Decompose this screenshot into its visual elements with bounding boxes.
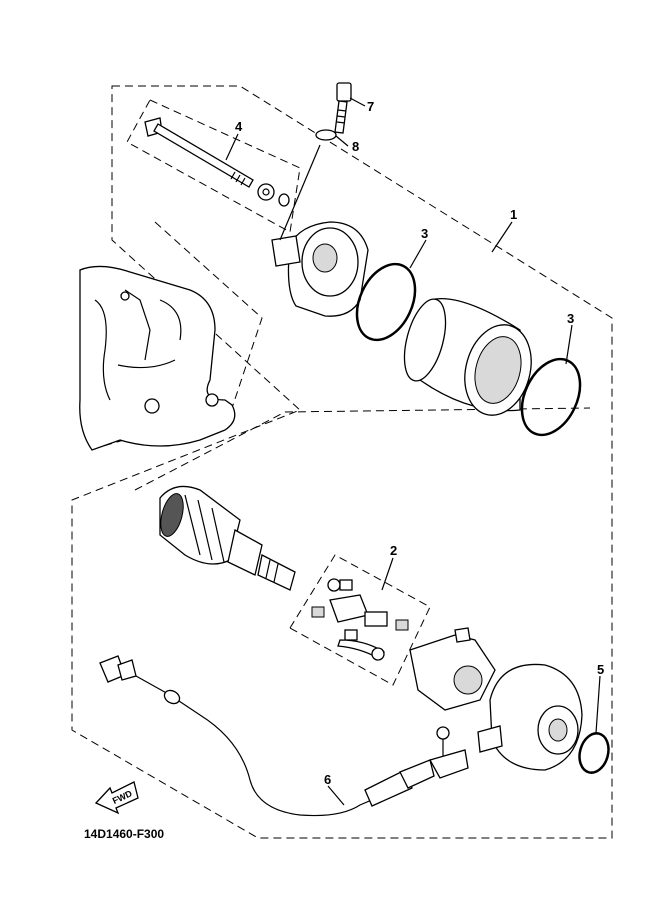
- callout-1: 1: [510, 207, 517, 222]
- lead-wire-6: [99, 655, 435, 817]
- callout-7: 7: [367, 99, 374, 114]
- engine-crankcase: [79, 265, 236, 451]
- callout-2: 2: [390, 543, 397, 558]
- callout-6: 6: [324, 772, 331, 787]
- brush-plate: [409, 627, 496, 711]
- terminal-screw: [429, 726, 469, 779]
- o-ring-3-right: [520, 357, 582, 437]
- brush-holder-set-2: [311, 578, 409, 661]
- brush-group-boundary: [289, 554, 431, 686]
- fwd-arrow-icon: FWD: [94, 781, 139, 815]
- front-cover: [271, 221, 369, 317]
- assembly-boundary-lower: [134, 407, 591, 491]
- callout-5: 5: [597, 662, 604, 677]
- callout-8: 8: [352, 139, 359, 154]
- o-ring-3-upper: [355, 262, 417, 342]
- yoke-housing: [403, 297, 532, 416]
- armature: [159, 485, 296, 591]
- o-ring-5: [578, 732, 610, 774]
- callout-4: 4: [235, 119, 243, 134]
- figure-code: 14D1460-F300: [84, 827, 164, 841]
- leader-lines: [225, 97, 601, 806]
- callout-3-upper: 3: [421, 226, 428, 241]
- bolt-group-boundary: [126, 99, 301, 233]
- bolt-7: [334, 82, 352, 134]
- assembly-boundary-upper: [71, 85, 613, 839]
- rear-cover: [477, 663, 583, 771]
- washer-8: [315, 129, 337, 141]
- callout-3-right: 3: [567, 311, 574, 326]
- through-bolt-4: [144, 117, 290, 207]
